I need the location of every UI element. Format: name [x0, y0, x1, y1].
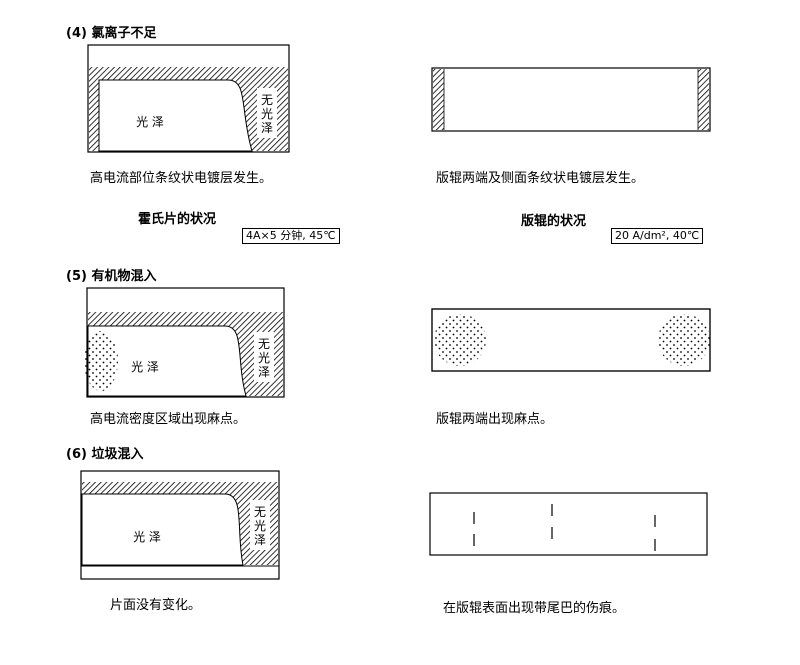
matte-label-4-char1: 无: [261, 93, 273, 107]
matte-label-6-char2: 光: [254, 519, 266, 533]
matte-label-5-char3: 泽: [258, 365, 270, 379]
hull-state-title: 霍氏片的状况: [138, 212, 217, 227]
roll-panel-6: [429, 492, 708, 556]
matte-label-6-char3: 泽: [254, 533, 266, 547]
hatch-top-band-5: [88, 312, 283, 396]
matte-label-6-char1: 无: [254, 505, 266, 519]
hull-condition-box: 4A×5 分钟, 45℃: [242, 228, 340, 244]
pitting-dots-hull-5: [84, 331, 118, 391]
matte-label-bg-4: [257, 88, 277, 138]
matte-label-4-char2: 光: [261, 107, 273, 121]
matte-label-bg-6: [250, 500, 270, 550]
pitting-dots-roll-right-5: [658, 314, 710, 366]
matte-label-bg-5: [254, 332, 274, 382]
hull-caption-5: 高电流密度区域出现麻点。: [90, 412, 247, 427]
roll-panel-4: [431, 67, 711, 132]
hatch-left-edge-4: [89, 80, 99, 151]
hull-caption-6: 片面没有变化。: [110, 598, 202, 613]
roll-caption-5: 版辊两端出现麻点。: [436, 412, 554, 427]
section-heading-4: (4) 氯离子不足: [66, 26, 157, 41]
hatch-top-band-6: [82, 482, 278, 565]
roll-caption-4: 版辊两端及侧面条纹状电镀层发生。: [436, 171, 645, 186]
hull-panel-4: 光 泽 无 光 泽: [87, 44, 290, 153]
glossy-label-4: 光 泽: [136, 115, 164, 129]
section-heading-5: (5) 有机物混入: [66, 269, 157, 284]
hatch-roll-right-end-4: [698, 69, 709, 130]
matte-label-5-char1: 无: [258, 337, 270, 351]
hatch-roll-left-end-4: [433, 69, 444, 130]
matte-label-5-char2: 光: [258, 351, 270, 365]
glossy-label-6: 光 泽: [133, 530, 161, 544]
glossy-label-5: 光 泽: [131, 360, 159, 374]
roll-panel-5: [431, 308, 711, 372]
section-heading-6: (6) 垃圾混入: [66, 447, 144, 462]
hull-caption-4: 高电流部位条纹状电镀层发生。: [90, 171, 273, 186]
matte-label-4-char3: 泽: [261, 121, 273, 135]
roll-state-title: 版辊的状况: [521, 214, 587, 229]
roll-caption-6: 在版辊表面出现带尾巴的伤痕。: [443, 601, 626, 616]
roll-condition-box: 20 A/dm², 40℃: [611, 228, 704, 244]
hull-panel-6: 光 泽 无 光 泽: [80, 470, 280, 580]
pitting-dots-roll-left-5: [434, 314, 486, 366]
hull-panel-5: 光 泽 无 光 泽: [84, 287, 285, 398]
